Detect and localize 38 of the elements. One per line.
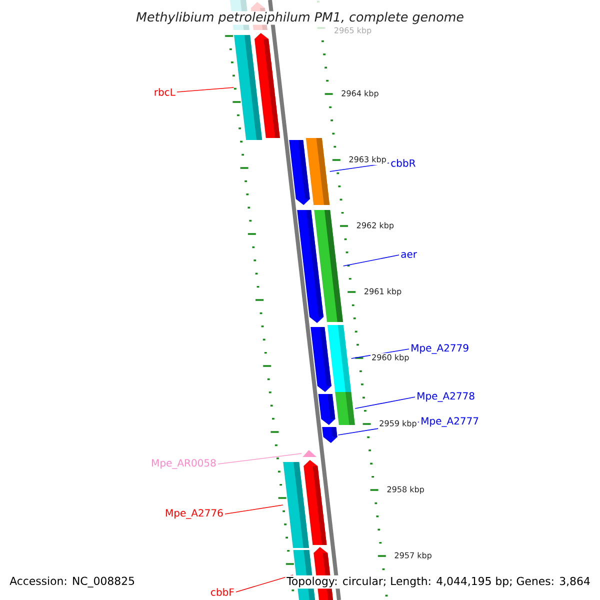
footer-text: Accession: NC_008825	[8, 575, 136, 589]
scale-label: 2963 kbp	[348, 155, 388, 165]
gene-bar	[306, 138, 330, 205]
gene-label: Mpe_A2776	[166, 509, 223, 519]
gene-bar	[310, 327, 332, 392]
scale-label: 2958 kbp	[386, 485, 426, 495]
gene-bar	[327, 325, 352, 392]
scale-label: 2959 kbp	[378, 419, 418, 429]
gene-label: Mpe_A2778	[418, 392, 474, 402]
gene-label: cbbR	[391, 159, 416, 167]
scale-label: 2965 kbp	[332, 26, 373, 36]
gene-label: aer	[401, 252, 417, 258]
scale-label: 2957 kbp	[393, 551, 433, 561]
gene-label: Mpe_A2779	[412, 344, 468, 354]
gene-label: Mpe_A2777	[422, 417, 478, 427]
leader-line	[354, 396, 416, 409]
footer-text: Topology: circular; Length: 4,044,195 bp; Genes: 3,864	[285, 575, 592, 589]
scale-label: 2962 kbp	[355, 221, 396, 231]
gene-label: rbcL	[154, 88, 176, 96]
leader-line	[218, 453, 302, 464]
gene-bar	[254, 33, 280, 138]
scale-label: 2961 kbp	[362, 287, 403, 297]
gene-bar	[283, 462, 309, 548]
gene-bar	[314, 210, 343, 322]
gene-marker	[302, 450, 317, 457]
leader-line	[176, 87, 234, 92]
scale-label: 2964 kbp	[340, 89, 380, 99]
gene-bar	[304, 460, 327, 545]
gene-bar	[289, 140, 310, 205]
gene-label: Mpe_AR0058	[152, 459, 216, 469]
gene-bar	[322, 427, 338, 443]
gene-label: cbbF	[211, 588, 234, 596]
leader-line	[342, 254, 400, 266]
scale-label: 2960 kbp	[370, 353, 410, 363]
leader-line	[224, 504, 284, 514]
leader-line	[236, 574, 294, 592]
gene-bar	[318, 394, 336, 425]
gene-bar	[335, 392, 355, 425]
